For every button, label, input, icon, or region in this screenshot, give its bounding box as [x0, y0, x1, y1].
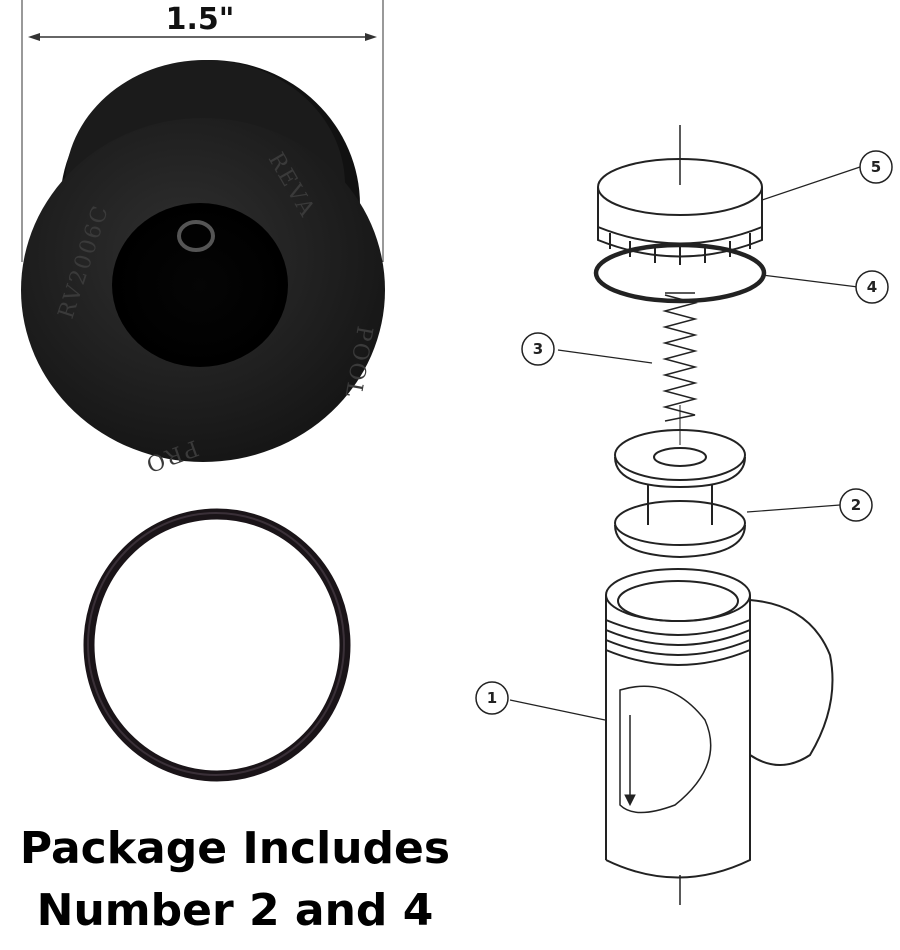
callout-1: 1: [475, 681, 509, 715]
grommet-hole: [112, 203, 288, 367]
caption-line-2: Number 2 and 4: [36, 885, 434, 936]
rubber-grommet-photo: RV2006C REVA POOL PRO: [21, 60, 385, 477]
part-1-valve-body: [605, 568, 834, 879]
exploded-parts-diagram: 5 4 3 2 1: [475, 125, 893, 905]
callout-2: 2: [839, 488, 873, 522]
package-caption: Package Includes Number 2 and 4: [0, 818, 470, 942]
callout-3: 3: [521, 332, 555, 366]
svg-text:1: 1: [487, 689, 497, 707]
svg-text:2: 2: [851, 496, 861, 514]
callout-4: 4: [855, 270, 889, 304]
svg-text:5: 5: [871, 158, 881, 176]
svg-text:3: 3: [533, 340, 543, 358]
part-4-o-ring: [593, 242, 767, 304]
callout-5: 5: [859, 150, 893, 184]
dimension-label: 1.5": [165, 2, 235, 37]
part-3-spring: [662, 292, 698, 422]
part-2-valve-insert: [614, 429, 746, 559]
svg-text:4: 4: [867, 278, 877, 296]
o-ring-photo: [83, 508, 351, 782]
caption-line-1: Package Includes: [19, 823, 451, 874]
